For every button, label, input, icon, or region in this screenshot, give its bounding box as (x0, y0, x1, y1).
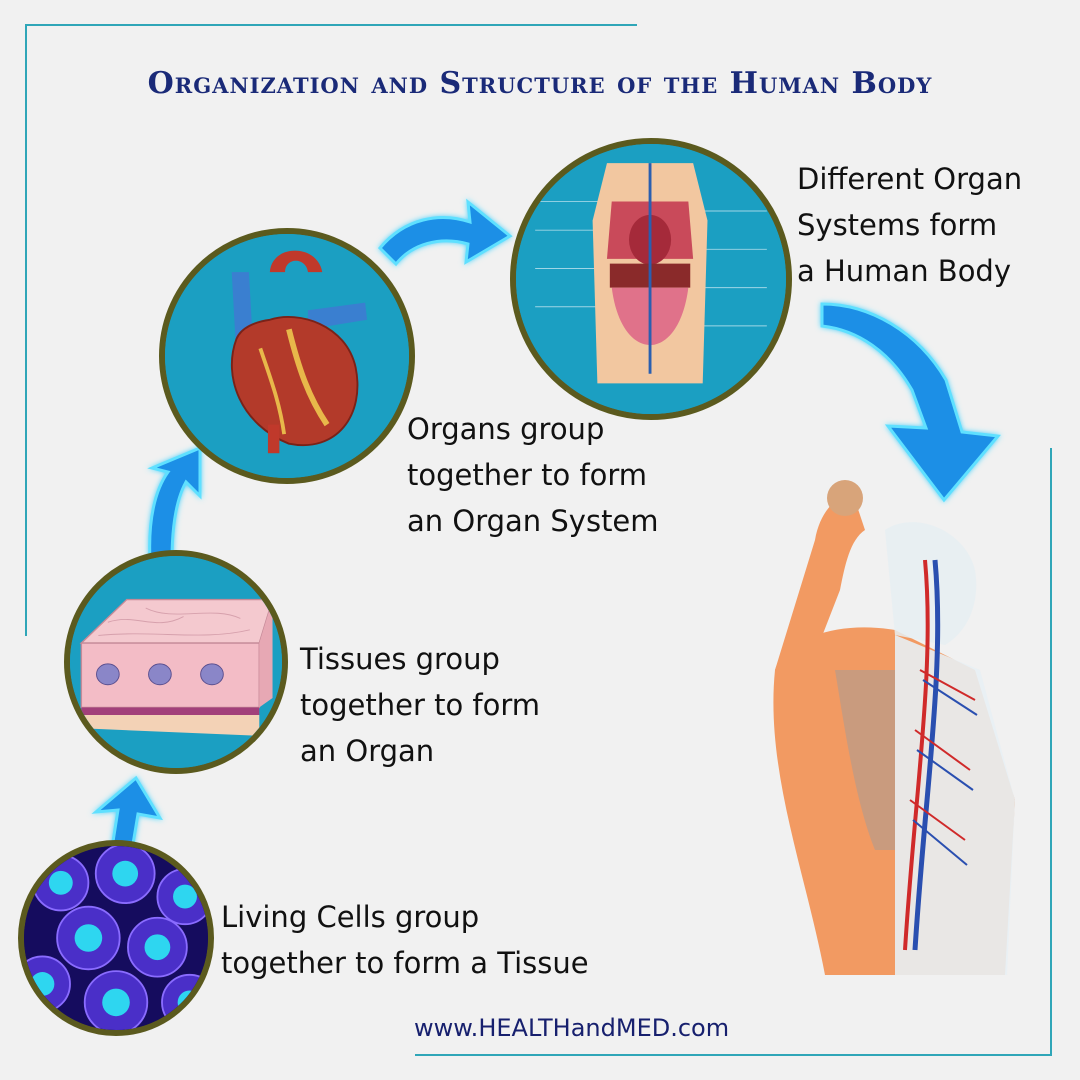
footer-url[interactable]: www.HEALTHandMED.com (414, 1014, 730, 1042)
cells-image (18, 840, 214, 1036)
frame-line-top (25, 24, 637, 26)
human-body-figure (773, 480, 1015, 975)
frame-line-right (1050, 448, 1052, 1056)
torso-image (510, 138, 792, 420)
arrow-organ-to-system (377, 198, 513, 267)
organ-caption: Organs group together to form an Organ S… (407, 412, 659, 538)
arrow-cells-to-tissue (91, 775, 163, 852)
arrow-tissue-to-organ (147, 445, 202, 562)
organ-system-caption: Different Organ Systems form a Human Bod… (797, 162, 1023, 288)
frame-line-left (25, 24, 27, 636)
tissue-caption: Tissues group together to form an Organ (300, 642, 541, 768)
arrow-system-to-body (820, 302, 1001, 503)
cells-caption: Living Cells group together to form a Ti… (221, 900, 589, 980)
heart-image (159, 228, 415, 484)
page-title: Organization and Structure of the Human … (147, 66, 933, 101)
frame-line-bottom (415, 1054, 1052, 1056)
tissue-image (64, 550, 288, 774)
